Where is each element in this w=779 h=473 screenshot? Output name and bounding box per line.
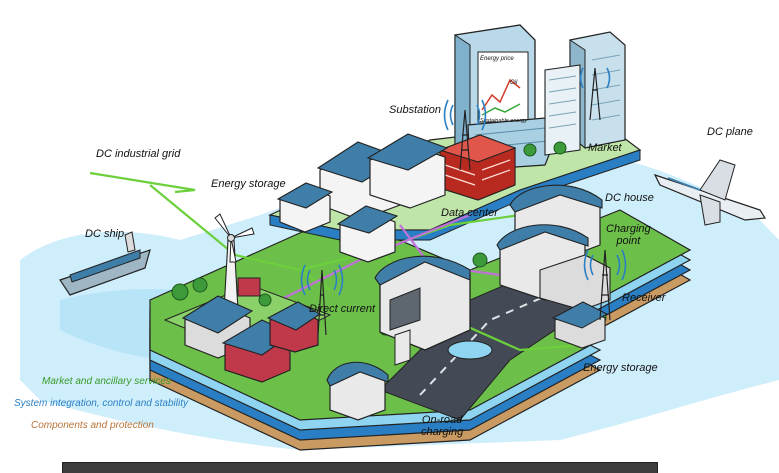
- houses-upper: [276, 133, 449, 263]
- energy-storage-houses: [326, 361, 389, 421]
- label-charging-point: Charging point: [606, 223, 651, 247]
- label-direct-current: Direct current: [309, 303, 376, 315]
- left-houses: [181, 277, 322, 383]
- legend-components: Components and protection: [31, 420, 154, 431]
- charging-station-building: [374, 255, 493, 366]
- signal-waves: [300, 67, 627, 296]
- billboard-sustainable-energy: Sustainable energy: [480, 118, 528, 124]
- trees: [171, 141, 607, 336]
- label-dc-house: DC house: [605, 192, 654, 204]
- label-market: Market: [588, 142, 622, 154]
- label-data-center: Data center: [441, 207, 498, 219]
- billboard-energy-price: Energy price: [480, 56, 514, 62]
- label-substation: Substation: [389, 104, 441, 116]
- signal-towers: [317, 67, 611, 336]
- label-energy-storage-top: Energy storage: [211, 178, 286, 190]
- billboard-oil: Oil: [510, 80, 518, 86]
- market-building: [544, 31, 626, 156]
- label-energy-storage-bottom: Energy storage: [583, 362, 658, 374]
- label-dc-industrial-grid: DC industrial grid: [96, 148, 181, 160]
- label-dc-ship: DC ship: [85, 228, 125, 240]
- caption-bar: [62, 462, 658, 473]
- legend-market: Market and ancillary services: [42, 376, 171, 387]
- dc-plane: [653, 159, 767, 226]
- dc-house-building: [496, 184, 611, 349]
- road-markings: [419, 289, 561, 396]
- label-receiver: Receiver: [622, 292, 666, 304]
- legend-system-integration: System integration, control and stabilit…: [14, 398, 188, 409]
- label-on-road-charging: On-road charging: [421, 414, 464, 438]
- wind-turbine: [214, 213, 255, 311]
- data-center-building: [438, 134, 517, 201]
- dc-ship: [59, 231, 151, 296]
- label-dc-plane: DC plane: [707, 126, 753, 138]
